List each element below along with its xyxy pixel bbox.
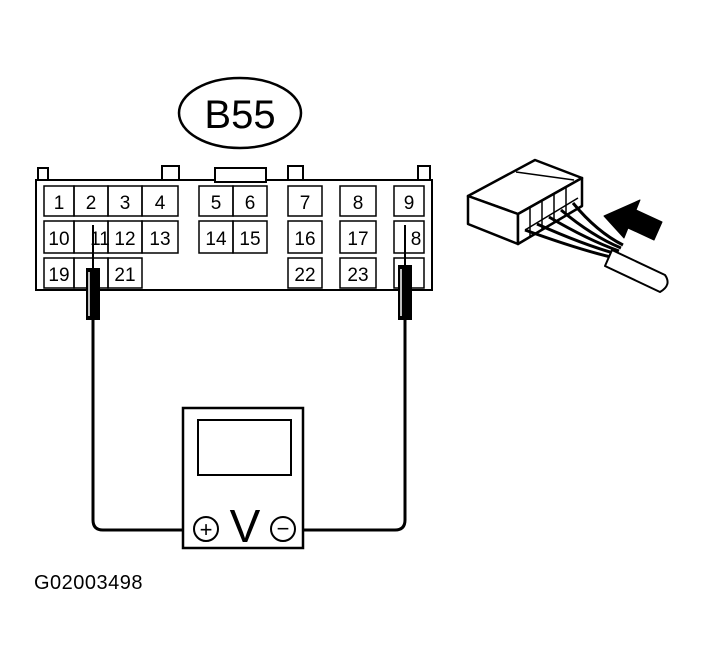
- negative-terminal-symbol: −: [277, 516, 290, 541]
- pin-19-label: 19: [48, 265, 69, 286]
- pin-13-label: 13: [149, 229, 170, 250]
- connector-perspective-sketch: [466, 158, 669, 293]
- pin-21-label: 21: [114, 265, 135, 286]
- pin-3-label: 3: [120, 193, 131, 214]
- pin-23-label: 23: [347, 265, 368, 286]
- pin-5-label: 5: [211, 193, 222, 214]
- pin-12-label: 12: [114, 229, 135, 250]
- pin-18-label: 8: [411, 229, 422, 250]
- connector-label: B55: [204, 93, 275, 137]
- positive-probe: [86, 225, 100, 320]
- pin-6-label: 6: [245, 193, 256, 214]
- negative-terminal-icon: [270, 516, 296, 542]
- pin-8-label: 8: [353, 193, 364, 214]
- pin-4-label: 4: [155, 193, 166, 214]
- voltmeter-unit: V: [230, 500, 261, 552]
- positive-lead-wire: [91, 318, 195, 532]
- pin-16-label: 16: [294, 229, 315, 250]
- pin-22-label: 22: [294, 265, 315, 286]
- pin-9-label: 9: [404, 193, 415, 214]
- voltmeter: + − V: [181, 406, 305, 552]
- negative-probe: [398, 225, 412, 320]
- connector-label-ellipse: [177, 76, 303, 150]
- positive-terminal-symbol: +: [200, 517, 213, 542]
- pin-1-label: 1: [54, 193, 65, 214]
- pin-10-label: 10: [48, 229, 69, 250]
- pin-7-label: 7: [300, 193, 311, 214]
- figure-code: G02003498: [34, 572, 144, 594]
- positive-terminal-icon: [193, 516, 219, 542]
- connector-body: [35, 165, 433, 291]
- pin-2-label: 2: [86, 193, 97, 214]
- voltmeter-display: [197, 419, 292, 476]
- pin-15-label: 15: [239, 229, 260, 250]
- pin-14-label: 14: [205, 229, 227, 250]
- pin-11-label: 11: [90, 229, 110, 250]
- pin-17-label: 17: [347, 229, 368, 250]
- negative-lead-wire: [295, 318, 407, 532]
- pin-labels: 1 2 3 4 5 6 7 8 9 10 11 12 13 14 15 16 1…: [48, 193, 421, 286]
